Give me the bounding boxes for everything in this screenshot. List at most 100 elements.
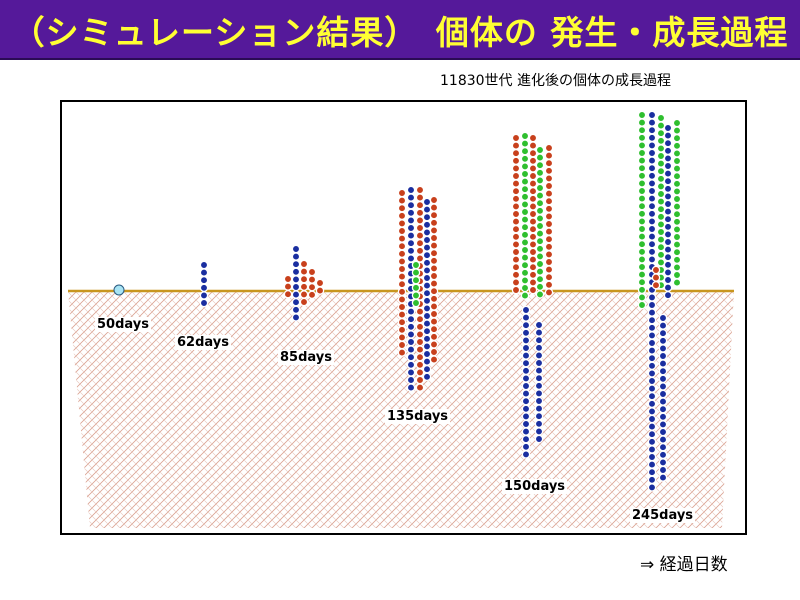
root-cell bbox=[658, 321, 668, 330]
root-cell bbox=[422, 258, 432, 268]
root-cell bbox=[422, 342, 432, 351]
root-cell bbox=[663, 131, 673, 140]
leaf-cell bbox=[672, 164, 682, 173]
leaf-cell bbox=[672, 126, 682, 135]
stem-cell bbox=[528, 156, 538, 166]
leaf-cell bbox=[520, 291, 530, 300]
root-cell bbox=[422, 349, 432, 359]
root-cell bbox=[406, 208, 416, 218]
stage-label-85days: 85days bbox=[278, 350, 334, 365]
root-cell bbox=[658, 435, 668, 444]
stem-cell bbox=[544, 234, 554, 244]
root-cell bbox=[422, 326, 432, 336]
root-cell bbox=[534, 343, 544, 353]
stem-cell bbox=[415, 254, 425, 263]
leaf-cell bbox=[637, 110, 647, 120]
stem-cell bbox=[397, 211, 407, 221]
root-cell bbox=[647, 194, 657, 203]
root-cell bbox=[521, 404, 531, 414]
root-cell bbox=[291, 252, 301, 261]
root-cell bbox=[647, 186, 657, 196]
leaf-cell bbox=[637, 194, 647, 203]
leaf-cell bbox=[637, 247, 647, 257]
stem-cell bbox=[544, 288, 554, 297]
root-cell bbox=[422, 319, 432, 328]
stem-cell bbox=[307, 282, 317, 292]
root-cell bbox=[406, 185, 416, 195]
leaf-cell bbox=[520, 207, 530, 217]
root-cell bbox=[658, 351, 668, 361]
leaf-cell bbox=[637, 156, 647, 165]
stem-cell bbox=[429, 233, 439, 243]
leaf-cell bbox=[520, 215, 530, 224]
stem-cell bbox=[299, 290, 309, 299]
root-cell bbox=[534, 427, 544, 436]
stem-cell bbox=[511, 133, 521, 143]
stem-cell bbox=[511, 156, 521, 166]
stem-cell bbox=[429, 355, 439, 364]
root-cell bbox=[534, 419, 544, 429]
stem-cell bbox=[544, 219, 554, 229]
leaf-cell bbox=[637, 255, 647, 264]
title-bar: （シミュレーション結果） 個体の 発生・成長過程 bbox=[0, 0, 800, 60]
root-cell bbox=[534, 381, 544, 391]
stem-cell bbox=[511, 247, 521, 257]
leaf-cell bbox=[535, 206, 545, 216]
stem-cell bbox=[397, 325, 407, 335]
root-cell bbox=[647, 452, 657, 462]
root-cell bbox=[406, 330, 416, 339]
leaf-cell bbox=[672, 240, 682, 249]
stem-cell bbox=[415, 330, 425, 339]
leaf-cell bbox=[535, 168, 545, 178]
root-cell bbox=[199, 298, 209, 308]
root-cell bbox=[422, 311, 432, 321]
root-cell bbox=[663, 154, 673, 163]
root-cell bbox=[291, 244, 301, 254]
stem-cell bbox=[429, 203, 439, 212]
stem-cell bbox=[544, 227, 554, 236]
root-cell bbox=[521, 336, 531, 345]
stem-cell bbox=[415, 193, 425, 202]
stage-label-50days: 50days bbox=[95, 317, 151, 332]
stem-cell bbox=[528, 179, 538, 188]
root-cell bbox=[534, 411, 544, 421]
root-cell bbox=[647, 315, 657, 325]
leaf-cell bbox=[535, 191, 545, 200]
stem-cell bbox=[429, 256, 439, 266]
root-cell bbox=[406, 223, 416, 233]
root-cell bbox=[291, 275, 301, 284]
leaf-cell bbox=[411, 283, 421, 293]
leaf-cell bbox=[656, 189, 666, 199]
stem-cell bbox=[651, 273, 661, 282]
stem-cell bbox=[511, 148, 521, 158]
stem-cell bbox=[429, 286, 439, 296]
root-cell bbox=[406, 307, 416, 316]
stem-cell bbox=[415, 246, 425, 256]
stem-cell bbox=[511, 262, 521, 272]
leaf-cell bbox=[520, 245, 530, 255]
leaf-cell bbox=[520, 162, 530, 171]
leaf-cell bbox=[535, 259, 545, 269]
root-cell bbox=[658, 412, 668, 422]
stem-cell bbox=[429, 324, 439, 334]
root-cell bbox=[663, 230, 673, 239]
root-cell bbox=[422, 281, 432, 290]
leaf-cell bbox=[520, 268, 530, 278]
root-cell bbox=[422, 205, 432, 214]
root-cell bbox=[534, 335, 544, 345]
root-cell bbox=[291, 297, 301, 307]
root-cell bbox=[521, 351, 531, 360]
root-cell bbox=[521, 434, 531, 444]
stem-cell bbox=[544, 212, 554, 221]
root-cell bbox=[658, 473, 668, 482]
stem-cell bbox=[397, 219, 407, 228]
root-cell bbox=[658, 366, 668, 376]
leaf-cell bbox=[520, 230, 530, 240]
stem-cell bbox=[544, 174, 554, 183]
leaf-cell bbox=[672, 225, 682, 234]
leaf-cell bbox=[656, 128, 666, 138]
root-cell bbox=[291, 267, 301, 277]
plant-cells bbox=[113, 110, 682, 492]
leaf-cell bbox=[535, 160, 545, 170]
root-cell bbox=[521, 374, 531, 383]
